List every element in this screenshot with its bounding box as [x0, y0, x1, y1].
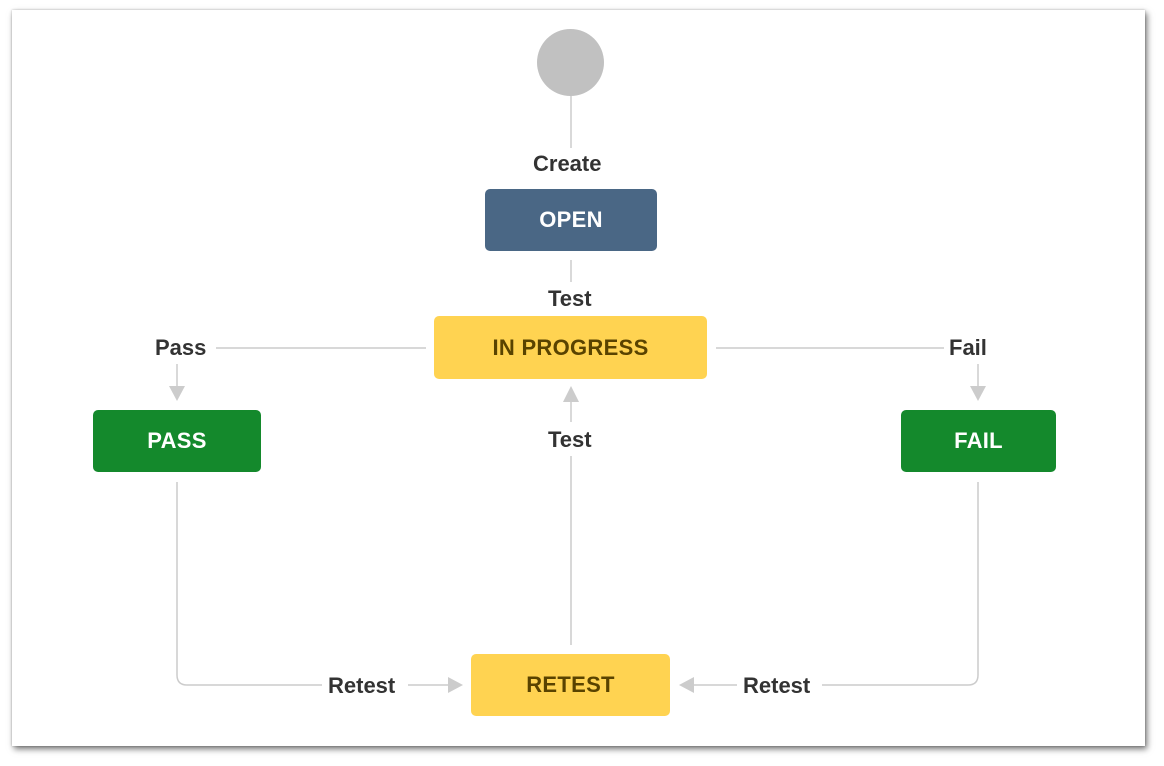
transition-label-test-retest[interactable]: Test [544, 427, 596, 453]
status-retest[interactable]: RETEST [471, 654, 670, 716]
connector-retest-from-fail [822, 482, 979, 686]
arrow-fail [970, 386, 986, 401]
start-node [537, 29, 604, 96]
arrow-retest-from-fail [679, 677, 694, 693]
arrow-retest-from-pass [448, 677, 463, 693]
connector-retest-from-pass [176, 482, 322, 686]
status-fail[interactable]: FAIL [901, 410, 1056, 472]
transition-label-test-open[interactable]: Test [544, 286, 596, 312]
status-pass[interactable]: PASS [93, 410, 261, 472]
transition-label-pass[interactable]: Pass [151, 335, 211, 361]
status-open[interactable]: OPEN [485, 189, 657, 251]
transition-label-fail[interactable]: Fail [945, 335, 991, 361]
arrow-pass [169, 386, 185, 401]
transition-label-create[interactable]: Create [529, 151, 606, 177]
status-in-progress[interactable]: IN PROGRESS [434, 316, 707, 379]
transition-label-retest-from-fail[interactable]: Retest [739, 673, 815, 699]
arrow-retest-test [563, 386, 579, 402]
transition-label-retest-from-pass[interactable]: Retest [324, 673, 400, 699]
